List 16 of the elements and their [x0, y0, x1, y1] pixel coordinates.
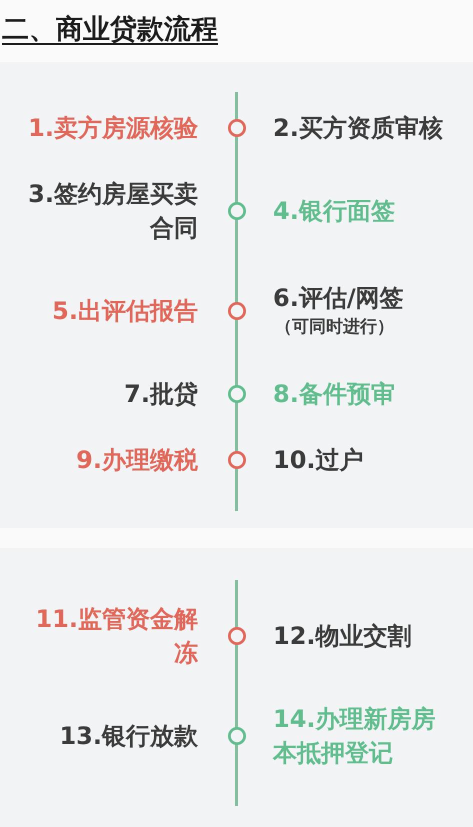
step-label: 7.批贷 [124, 378, 198, 410]
step-label: 8.备件预审 [273, 378, 395, 410]
step-label: 14.办理新房房本抵押登记 [273, 704, 437, 769]
step-label: 9.办理缴税 [76, 444, 198, 476]
step-label: 4.银行面签 [273, 196, 395, 227]
step-label: 3.签约房屋买卖合同 [27, 178, 198, 244]
note-text: （可同时进行） [275, 316, 394, 340]
step-label: 6.评估/网签 [273, 283, 404, 314]
step-label: 13.银行放款 [59, 720, 198, 752]
step-label: 11.监管资金解冻 [34, 604, 198, 669]
step-label: 10.过户 [273, 444, 364, 476]
page-title: 二、商业贷款流程 [2, 13, 218, 47]
step-label: 1.卖方房源核验 [28, 112, 198, 144]
step-label: 5.出评估报告 [52, 296, 198, 327]
step-label: 12.物业交割 [273, 620, 412, 652]
step-label: 2.买方资质审核 [273, 112, 443, 144]
